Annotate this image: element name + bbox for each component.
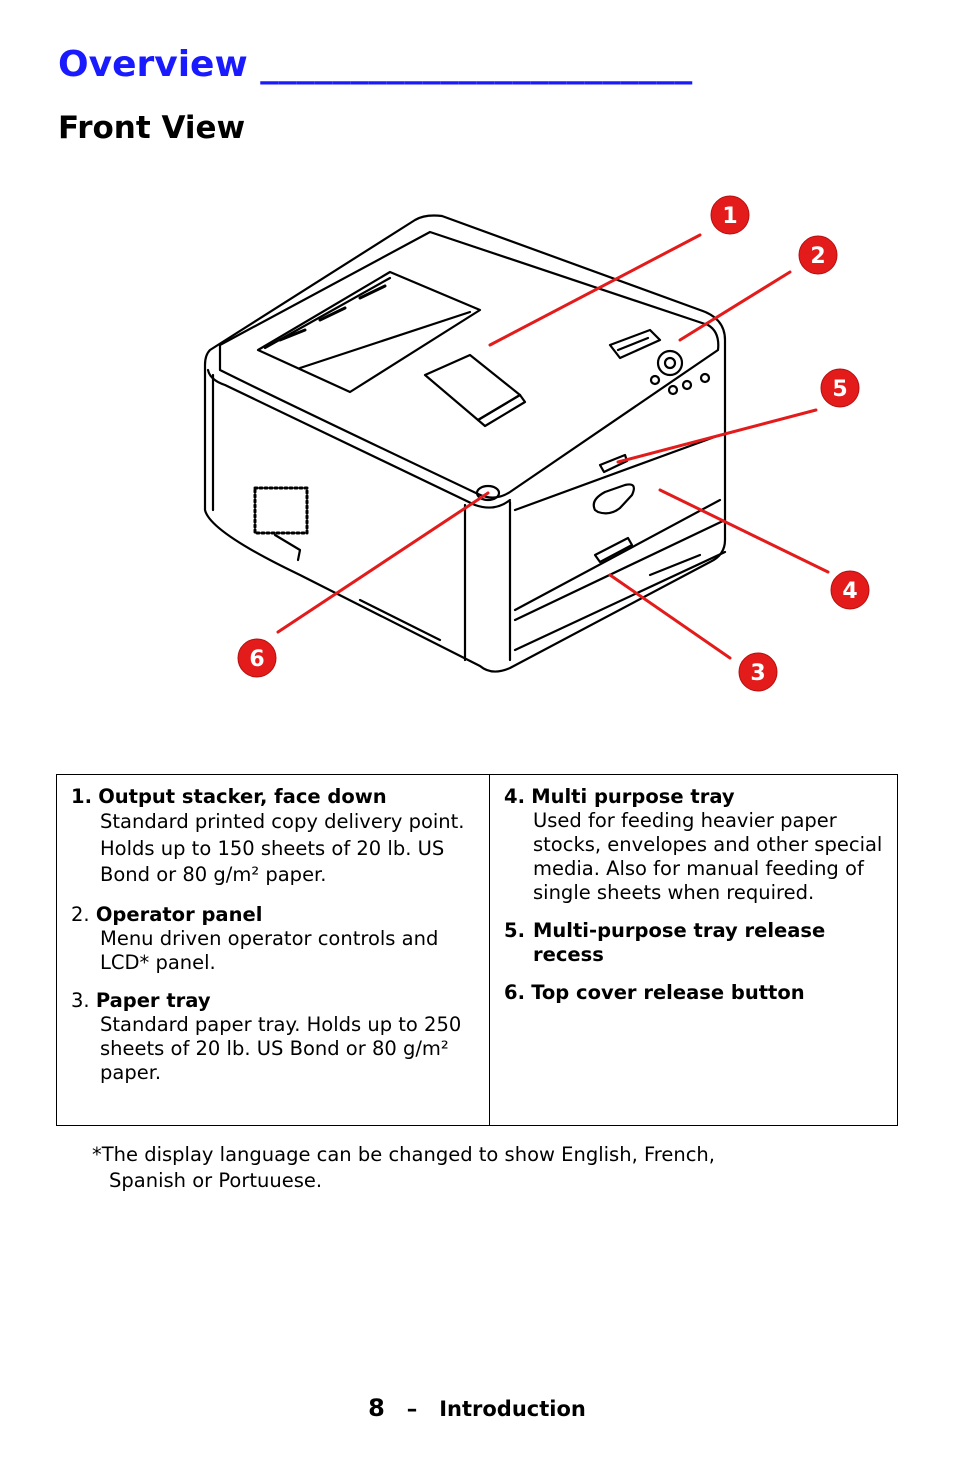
legend-item-label: Output stacker, face down	[98, 785, 387, 808]
display-language-footnote: *The display language can be changed to …	[92, 1142, 715, 1194]
legend-column-right: 4. Multi purpose tray Used for feeding h…	[490, 775, 897, 1125]
legend-item-number: 5.	[504, 919, 525, 942]
legend-item-tray-release-recess: 5. Multi-purpose tray release recess	[504, 919, 883, 967]
legend-item-label: Operator panel	[95, 902, 263, 926]
page-footer: 8 – Introduction	[0, 1394, 954, 1422]
legend-item-description: Standard paper tray. Holds up to 250 she…	[100, 1012, 462, 1084]
legend-item-label: Top cover release button	[531, 981, 805, 1004]
callout-2-label: 2	[810, 244, 825, 269]
callout-4-marker	[830, 570, 870, 610]
callout-3-label: 3	[750, 661, 765, 686]
printer-front-view-illustration: 1 2 3 4 5 6	[203, 195, 870, 692]
legend-item-label: Multi purpose tray	[531, 785, 735, 808]
callout-6-label: 6	[249, 647, 264, 672]
callout-2-marker	[798, 235, 838, 275]
legend-item-multi-purpose-tray: 4. Multi purpose tray Used for feeding h…	[504, 785, 883, 905]
legend-item-description: Standard printed copy delivery point. Ho…	[100, 810, 465, 886]
legend-item-number: 6.	[504, 981, 525, 1004]
legend-item-description: Used for feeding heavier paper stocks, e…	[533, 809, 883, 904]
footnote-line-2: Spanish or Portuuese.	[109, 1169, 323, 1192]
legend-item-paper-tray: 3. Paper tray Standard paper tray. Holds…	[71, 989, 475, 1085]
legend-item-label: Multi-purpose tray release recess	[533, 919, 826, 966]
callout-5-marker	[820, 368, 860, 408]
legend-item-number: 3.	[71, 988, 90, 1012]
callout-3-marker	[738, 652, 778, 692]
callout-5-label: 5	[832, 377, 847, 402]
legend-item-number: 1.	[71, 785, 92, 808]
legend-item-operator-panel: 2. Operator panel Menu driven operator c…	[71, 903, 475, 975]
legend-column-left: 1. Output stacker, face down Standard pr…	[57, 775, 490, 1125]
callout-1-marker	[710, 195, 750, 235]
callout-1-label: 1	[722, 204, 737, 229]
parts-legend-table: 1. Output stacker, face down Standard pr…	[56, 774, 898, 1126]
legend-item-description: Menu driven operator controls and LCD* p…	[100, 926, 439, 974]
callout-4-label: 4	[842, 579, 857, 604]
legend-item-number: 4.	[504, 785, 525, 808]
section-subtitle: Front View	[58, 110, 246, 146]
printer-body	[203, 214, 727, 673]
footer-section-name: Introduction	[439, 1397, 586, 1421]
legend-item-top-cover-release: 6. Top cover release button	[504, 981, 883, 1005]
callout-6-marker	[237, 638, 277, 678]
page-title: Overview ________________________	[58, 44, 693, 85]
page-number: 8	[368, 1394, 385, 1422]
footnote-line-1: *The display language can be changed to …	[92, 1143, 715, 1166]
footer-separator: –	[406, 1397, 418, 1421]
legend-item-number: 2.	[71, 902, 90, 926]
legend-item-output-stacker: 1. Output stacker, face down Standard pr…	[71, 785, 475, 889]
legend-item-label: Paper tray	[95, 988, 211, 1012]
